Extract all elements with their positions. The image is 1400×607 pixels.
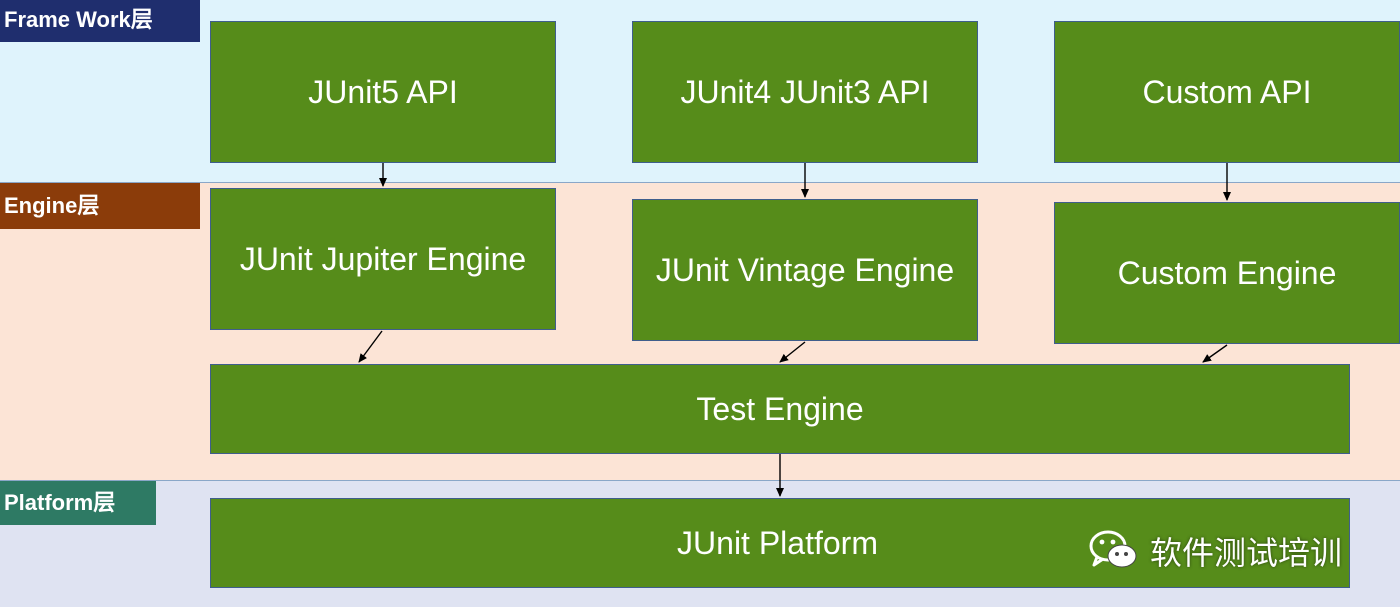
junit-platform-label: JUnit Platform — [677, 524, 878, 561]
test-engine-box: Test Engine — [210, 364, 1350, 454]
junit5-api-box: JUnit5 API — [210, 21, 556, 163]
watermark-text: 软件测试培训 — [1150, 534, 1343, 572]
arrow-vintage-to-test-engine — [779, 341, 806, 363]
wechat-icon — [1089, 530, 1137, 568]
framework-layer-label: Frame Work层 — [0, 0, 200, 42]
junit-jupiter-engine-box: JUnit Jupiter Engine — [210, 188, 556, 330]
custom-api-box: Custom API — [1054, 21, 1400, 163]
junit4-junit3-api-box: JUnit4 JUnit3 API — [632, 21, 978, 163]
arrow-custom-engine-to-test-engine — [1202, 344, 1228, 363]
arrow-jupiter-to-test-engine — [358, 330, 383, 363]
watermark: 软件测试培训 — [1088, 525, 1342, 577]
junit-platform-box: JUnit Platform — [210, 498, 1350, 588]
junit-vintage-engine-box: JUnit Vintage Engine — [632, 199, 978, 341]
engine-layer-label: Engine层 — [0, 183, 200, 229]
platform-layer-label: Platform层 — [0, 481, 156, 525]
custom-engine-box: Custom Engine — [1054, 202, 1400, 344]
